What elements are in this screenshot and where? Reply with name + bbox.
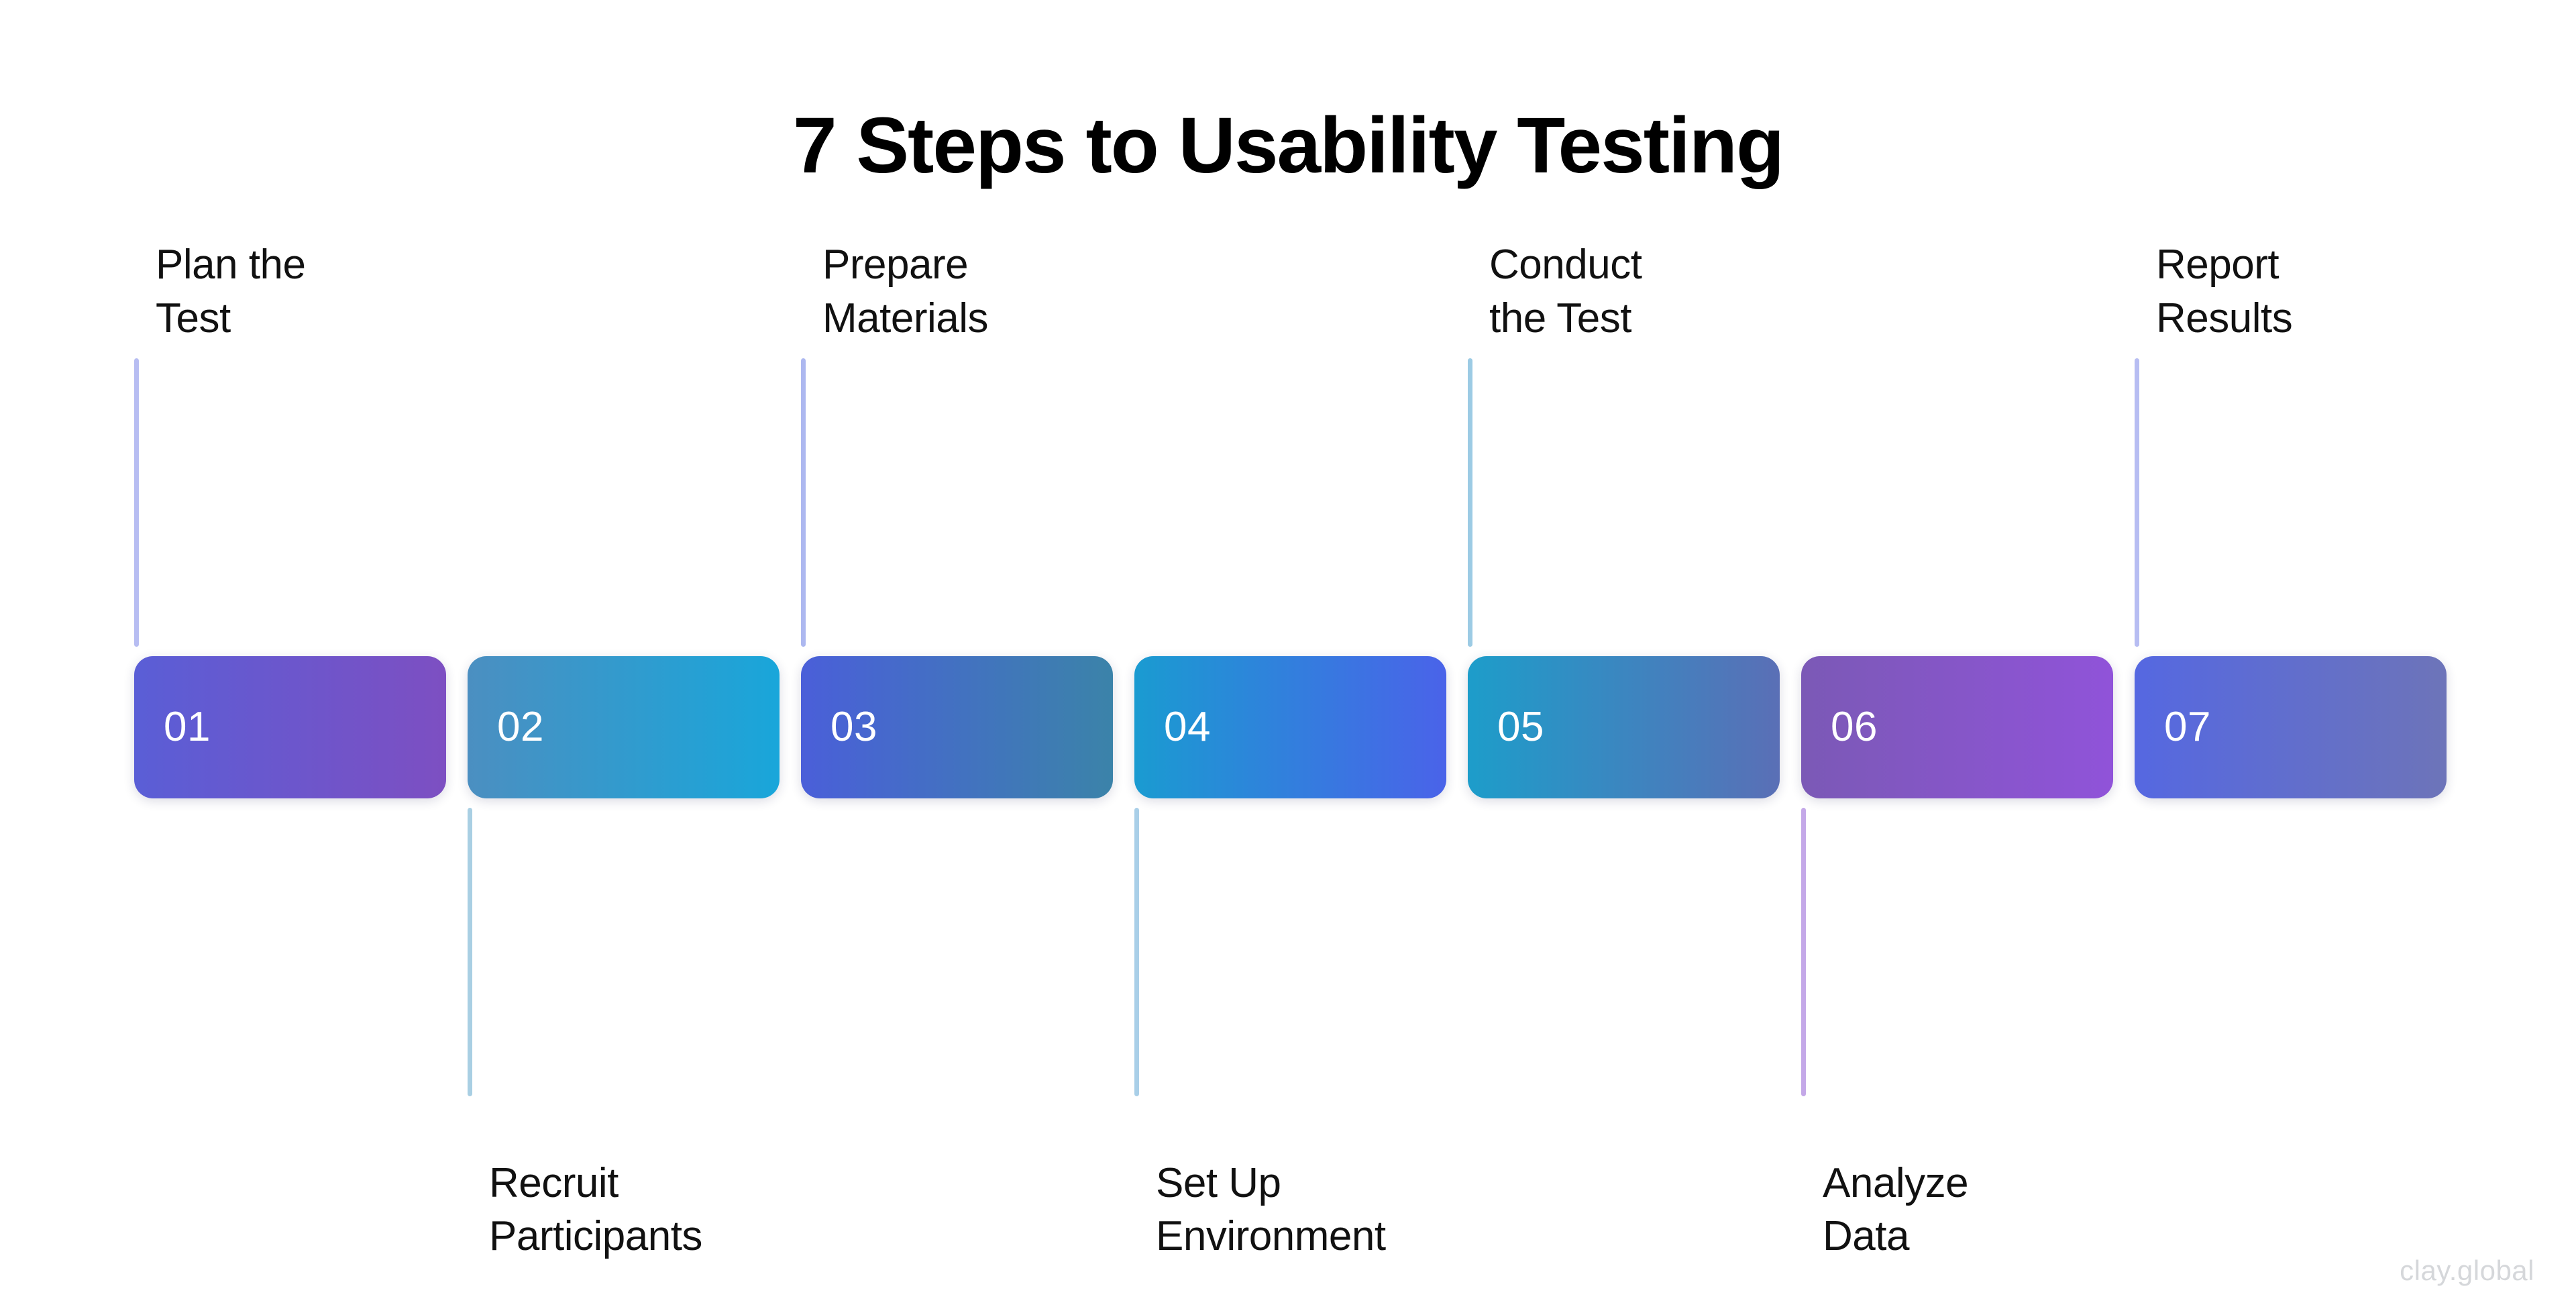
step-label-05: Conduct the Test [1489,242,1642,341]
step-box-03[interactable]: 03 [801,656,1113,798]
step-label-04: Set Up Environment [1156,1160,1386,1260]
step-box-01[interactable]: 01 [134,656,446,798]
connector-line-05 [1468,358,1472,647]
step-01: 01 Plan the Test [134,242,446,798]
connector-line-04 [1134,808,1139,1096]
connector-line-07 [2135,358,2139,647]
step-label-03: Prepare Materials [822,242,989,341]
step-box-07[interactable]: 07 [2135,656,2447,798]
step-label-06: Analyze Data [1823,1160,1969,1260]
connector-line-01 [134,358,139,647]
step-number-07: 07 [2164,704,2211,750]
step-box-06[interactable]: 06 [1801,656,2113,798]
page-title: 7 Steps to Usability Testing [792,101,1784,190]
step-number-02: 02 [497,704,544,750]
watermark: clay.global [2400,1255,2534,1286]
step-box-02[interactable]: 02 [468,656,780,798]
connector-line-02 [468,808,472,1096]
step-03: 03 Prepare Materials [801,242,1113,798]
step-box-04[interactable]: 04 [1134,656,1446,798]
step-box-05[interactable]: 05 [1468,656,1780,798]
step-07: 07 Report Results [2135,242,2447,798]
step-number-03: 03 [830,704,877,750]
connector-line-03 [801,358,806,647]
step-number-01: 01 [164,704,211,750]
connector-line-06 [1801,808,1806,1096]
step-label-07: Report Results [2156,242,2293,341]
step-label-02: Recruit Participants [489,1160,702,1260]
step-label-01: Plan the Test [156,242,306,341]
step-number-04: 04 [1164,704,1211,750]
step-number-05: 05 [1497,704,1544,750]
step-number-06: 06 [1831,704,1878,750]
step-05: 05 Conduct the Test [1468,242,1780,798]
